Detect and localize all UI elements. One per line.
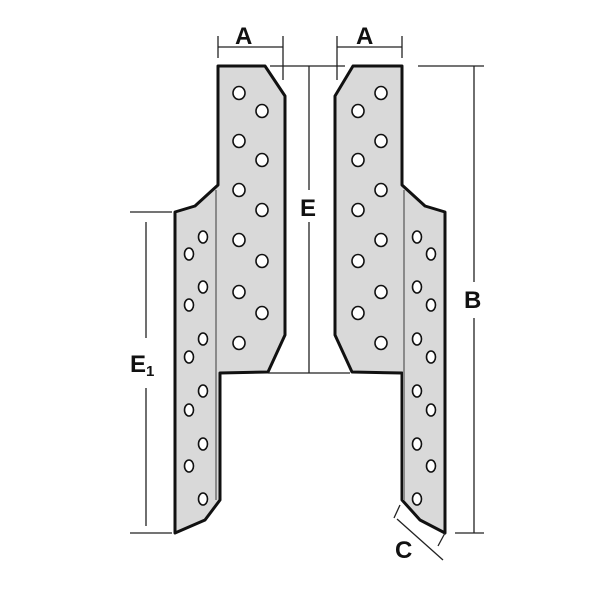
dimension-a-left: A — [217, 23, 284, 80]
hole — [255, 202, 269, 218]
hole — [374, 133, 388, 149]
hole — [374, 182, 388, 198]
right-plate-holes — [351, 85, 437, 506]
hole — [425, 247, 437, 261]
hole — [351, 152, 365, 168]
hole — [232, 182, 246, 198]
hole — [183, 298, 195, 312]
left-plate-holes — [183, 85, 269, 506]
dimension-label-c: C — [395, 537, 412, 564]
hole — [197, 384, 209, 398]
hole — [197, 332, 209, 346]
hole — [183, 350, 195, 364]
right-hanger-plate — [333, 64, 447, 535]
hole — [255, 253, 269, 269]
dimension-b: B — [418, 65, 484, 534]
left-plate-outline — [173, 64, 287, 535]
hole — [255, 152, 269, 168]
hole — [425, 459, 437, 473]
hole — [411, 492, 423, 506]
hole — [197, 437, 209, 451]
hole — [232, 133, 246, 149]
hole — [374, 232, 388, 248]
hole — [411, 437, 423, 451]
hole — [232, 232, 246, 248]
hole — [411, 332, 423, 346]
hole — [374, 284, 388, 300]
hole — [351, 202, 365, 218]
hole — [425, 298, 437, 312]
hole — [232, 85, 246, 101]
left-hanger-plate — [173, 64, 287, 535]
dimension-e1: E1 — [130, 211, 172, 534]
hole — [232, 284, 246, 300]
hole — [255, 305, 269, 321]
hole — [197, 230, 209, 244]
hole — [411, 230, 423, 244]
hole — [183, 403, 195, 417]
hole — [425, 403, 437, 417]
hole — [232, 335, 246, 351]
hole — [351, 253, 365, 269]
hole — [411, 384, 423, 398]
dimension-label-a-left: A — [235, 23, 252, 50]
hole — [351, 305, 365, 321]
dimension-a-right: A — [336, 23, 403, 80]
dimension-e: E — [268, 65, 350, 374]
hole — [425, 350, 437, 364]
hole — [183, 247, 195, 261]
hole — [197, 492, 209, 506]
hole — [374, 85, 388, 101]
dimension-c: C — [393, 504, 446, 564]
hole — [183, 459, 195, 473]
dimension-label-b: B — [464, 287, 481, 314]
hole — [351, 103, 365, 119]
dimension-label-a-right: A — [356, 23, 373, 50]
dimension-label-e1: E1 — [130, 351, 154, 380]
hole — [374, 335, 388, 351]
hole — [411, 280, 423, 294]
hole — [197, 280, 209, 294]
hole — [255, 103, 269, 119]
dimension-label-e: E — [300, 195, 316, 222]
right-plate-outline — [333, 64, 447, 535]
